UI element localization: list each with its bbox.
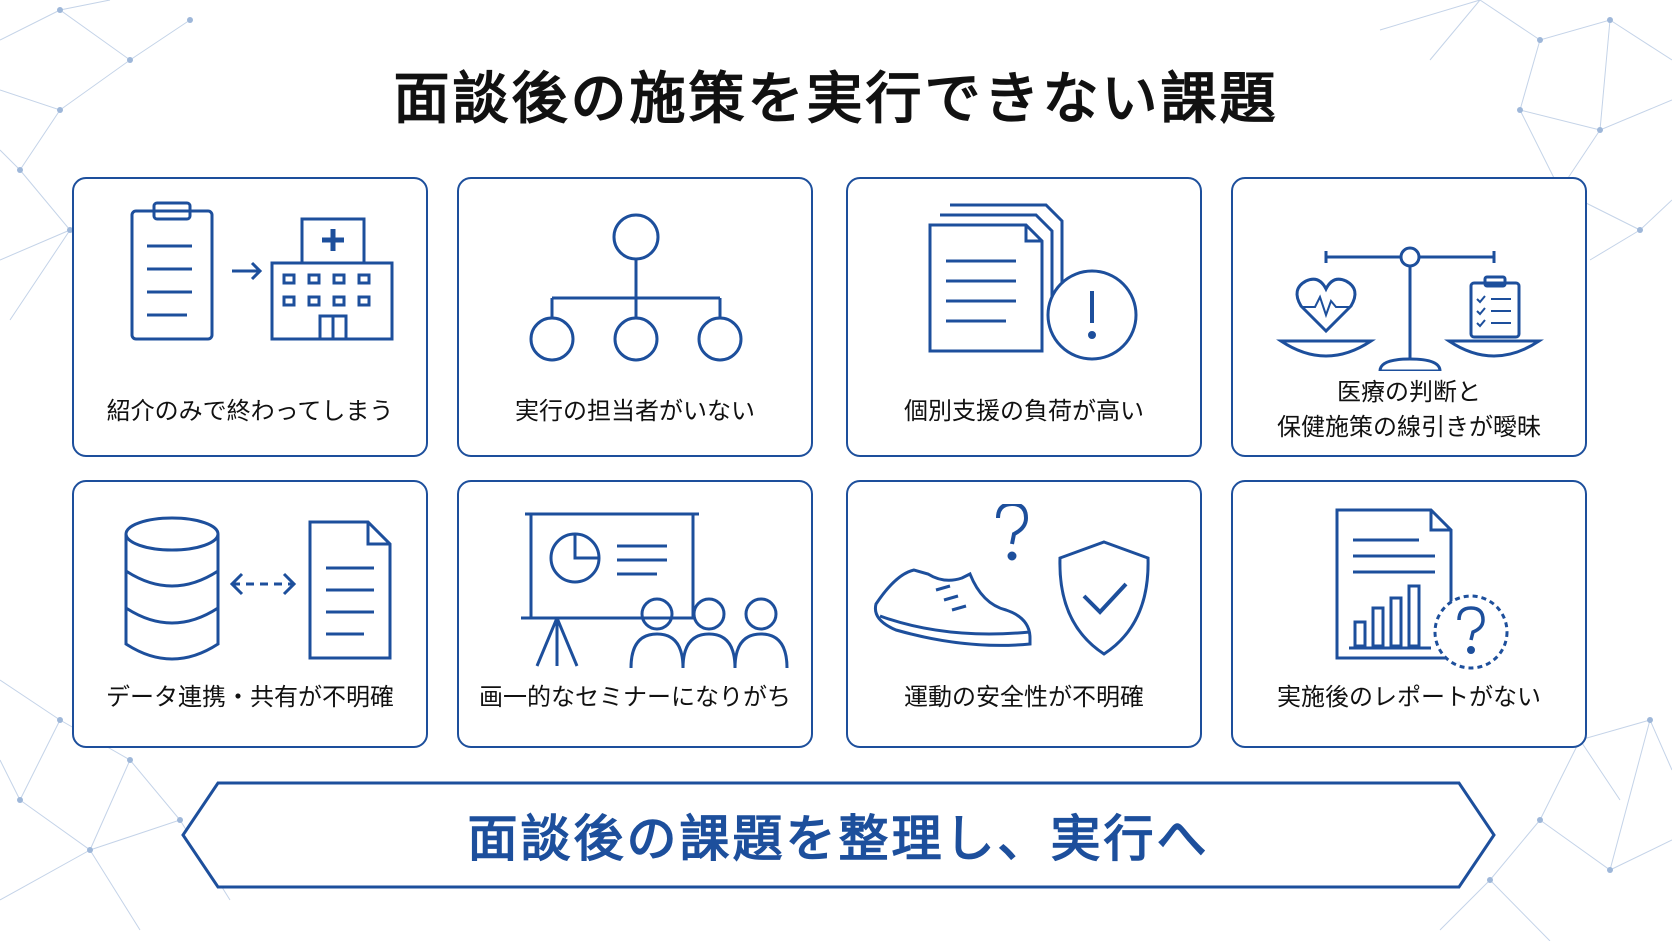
- clipboard-to-hospital-icon: [130, 201, 394, 341]
- balance-scale-icon: [1276, 246, 1544, 371]
- database-sync-icon: [124, 516, 392, 661]
- banner-frame: [181, 781, 1496, 889]
- page-title: 面談後の施策を実行できない課題: [393, 67, 1279, 132]
- issue-label-line2: 保健施策の線引きが曖昧: [1277, 413, 1541, 441]
- issue-label: 個別支援の負荷が高い: [904, 397, 1144, 425]
- issue-label-line1: 医療の判断と: [1337, 378, 1481, 406]
- issue-card-ambiguous-boundary: 医療の判断と 保健施策の線引きが曖昧: [1231, 177, 1587, 457]
- issue-label: 画一的なセミナーになりがち: [479, 683, 791, 711]
- banner-text: 面談後の課題を整理し、実行へ: [467, 810, 1210, 868]
- issue-label: 紹介のみで終わってしまう: [106, 397, 394, 425]
- issue-label: 実行の担当者がいない: [515, 397, 755, 425]
- issue-card-exercise-safety: 運動の安全性が不明確: [846, 480, 1202, 748]
- shoe-shield-icon: [873, 504, 1150, 656]
- issue-label: 実施後のレポートがない: [1277, 683, 1541, 711]
- report-question-icon: [1335, 508, 1509, 670]
- documents-warning-icon: [928, 203, 1138, 361]
- issue-card-data-sharing: データ連携・共有が不明確: [72, 480, 428, 748]
- issue-card-support-load: 個別支援の負荷が高い: [846, 177, 1202, 457]
- issue-card-no-report: 実施後のレポートがない: [1231, 480, 1587, 748]
- org-chart-icon: [529, 213, 743, 362]
- issue-label: データ連携・共有が不明確: [106, 683, 394, 711]
- issue-card-no-owner: 実行の担当者がいない: [457, 177, 813, 457]
- seminar-presentation-icon: [521, 512, 789, 669]
- issue-card-referral-only: 紹介のみで終わってしまう: [72, 177, 428, 457]
- issue-card-uniform-seminar: 画一的なセミナーになりがち: [457, 480, 813, 748]
- issue-label: 運動の安全性が不明確: [904, 683, 1144, 711]
